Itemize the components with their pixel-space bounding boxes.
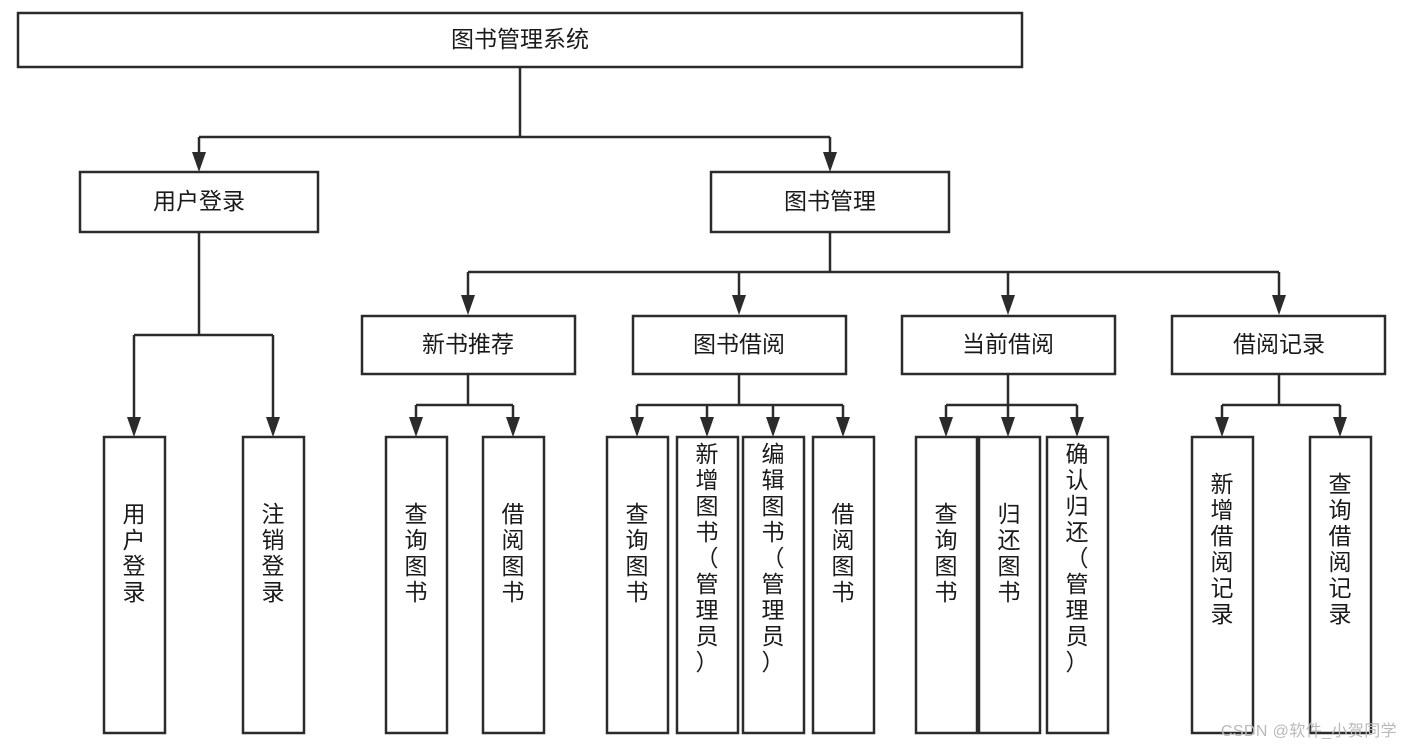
node-new-book-recommend-box[interactable] bbox=[360, 314, 577, 376]
leaf-query-book-2-label: 查询图书 bbox=[626, 501, 649, 605]
leaf-edit-book-label: 编辑图书（管理员） bbox=[762, 441, 785, 675]
arrow-to-leaf-logout bbox=[266, 417, 280, 437]
node-new-book-recommend-label: 新书推荐 bbox=[422, 331, 514, 357]
leaf-query-book-1-box[interactable] bbox=[384, 435, 449, 735]
leaf-add-record-box[interactable] bbox=[1190, 435, 1255, 735]
csdn-watermark: CSDN @软件_小贺同学 bbox=[1220, 723, 1397, 740]
leaf-return-book-box[interactable] bbox=[977, 435, 1042, 735]
leaf-query-record-label: 查询借阅记录 bbox=[1329, 471, 1352, 627]
node-book-management-box[interactable] bbox=[709, 170, 951, 234]
arrow-to-new-book-recommend bbox=[461, 295, 475, 315]
arrow-to-borrow-record bbox=[1272, 295, 1286, 315]
node-book-borrow[interactable]: 图书借阅 bbox=[631, 314, 848, 376]
leaf-logout[interactable]: 注销登录 bbox=[241, 435, 306, 735]
leaf-add-book-label: 新增图书（管理员） bbox=[696, 441, 719, 675]
leaf-add-record-label: 新增借阅记录 bbox=[1211, 471, 1234, 627]
arrow-to-book-borrow bbox=[732, 295, 746, 315]
leaf-user-login-box[interactable] bbox=[102, 435, 167, 735]
connector-book-borrow-to-leaves bbox=[635, 375, 845, 423]
connector-current-borrow-to-leaves bbox=[944, 375, 1079, 423]
leaf-query-book-2-box[interactable] bbox=[605, 435, 670, 735]
leaf-query-book-1[interactable]: 查询图书 bbox=[384, 435, 449, 735]
leaf-confirm-return-label: 确认归还（管理员） bbox=[1066, 441, 1089, 675]
arrow-to-leaf-return-book bbox=[1001, 417, 1015, 437]
leaf-add-book-box[interactable] bbox=[675, 435, 740, 735]
node-borrow-record[interactable]: 借阅记录 bbox=[1170, 314, 1387, 376]
node-root-label: 图书管理系统 bbox=[451, 26, 589, 52]
node-borrow-record-label: 借阅记录 bbox=[1233, 331, 1325, 357]
leaf-query-book-3[interactable]: 查询图书 bbox=[914, 435, 979, 735]
leaf-query-record-box[interactable] bbox=[1308, 435, 1373, 735]
arrow-to-leaf-add-record bbox=[1215, 417, 1229, 437]
arrow-to-leaf-edit-book bbox=[766, 417, 780, 437]
arrow-to-leaf-user-login bbox=[127, 417, 141, 437]
leaf-query-record[interactable]: 查询借阅记录 bbox=[1308, 435, 1373, 735]
leaf-edit-book-box[interactable] bbox=[741, 435, 806, 735]
node-root[interactable]: 图书管理系统 bbox=[16, 11, 1024, 69]
node-book-management-label: 图书管理 bbox=[784, 188, 876, 214]
leaf-logout-box[interactable] bbox=[241, 435, 306, 735]
leaf-add-book[interactable]: 新增图书（管理员） bbox=[675, 435, 740, 735]
leaf-query-book-1-label: 查询图书 bbox=[405, 501, 428, 605]
leaf-return-book-label: 归还图书 bbox=[998, 501, 1021, 605]
leaf-borrow-book-2[interactable]: 借阅图书 bbox=[811, 435, 876, 735]
leaf-borrow-book-2-label: 借阅图书 bbox=[832, 501, 855, 605]
leaf-query-book-2[interactable]: 查询图书 bbox=[605, 435, 670, 735]
arrow-to-leaf-add-book bbox=[700, 417, 714, 437]
leaf-borrow-book-2-box[interactable] bbox=[811, 435, 876, 735]
leaf-user-login-label: 用户登录 bbox=[123, 501, 146, 605]
arrow-to-leaf-borrow-book-1 bbox=[506, 417, 520, 437]
node-book-borrow-box[interactable] bbox=[631, 314, 848, 376]
leaf-confirm-return-box[interactable] bbox=[1045, 435, 1110, 735]
leaf-add-record[interactable]: 新增借阅记录 bbox=[1190, 435, 1255, 735]
node-user-login-label: 用户登录 bbox=[153, 188, 245, 214]
arrow-to-book-management bbox=[823, 152, 837, 172]
node-book-borrow-label: 图书借阅 bbox=[693, 331, 785, 357]
node-user-login-box[interactable] bbox=[78, 170, 320, 234]
connector-book-management-to-level3 bbox=[466, 232, 1281, 301]
connector-new-book-recommend-to-leaves bbox=[414, 375, 515, 423]
node-borrow-record-box[interactable] bbox=[1170, 314, 1387, 376]
leaf-query-book-3-box[interactable] bbox=[914, 435, 979, 735]
leaf-borrow-book-1-box[interactable] bbox=[481, 435, 546, 735]
leaf-query-book-3-label: 查询图书 bbox=[935, 501, 958, 605]
arrow-to-leaf-confirm-return bbox=[1070, 417, 1084, 437]
leaf-user-login[interactable]: 用户登录 bbox=[102, 435, 167, 735]
connector-layer bbox=[127, 67, 1347, 437]
arrow-to-leaf-query-book-1 bbox=[409, 417, 423, 437]
leaf-return-book[interactable]: 归还图书 bbox=[977, 435, 1042, 735]
leaf-confirm-return[interactable]: 确认归还（管理员） bbox=[1045, 435, 1110, 735]
connector-user-login-to-leaves bbox=[132, 232, 275, 423]
node-user-login[interactable]: 用户登录 bbox=[78, 170, 320, 234]
leaf-logout-label: 注销登录 bbox=[262, 501, 285, 605]
arrow-to-current-borrow bbox=[1001, 295, 1015, 315]
node-new-book-recommend[interactable]: 新书推荐 bbox=[360, 314, 577, 376]
node-book-management[interactable]: 图书管理 bbox=[709, 170, 951, 234]
node-current-borrow-box[interactable] bbox=[900, 314, 1117, 376]
arrow-to-leaf-borrow-book-2 bbox=[836, 417, 850, 437]
leaf-borrow-book-1[interactable]: 借阅图书 bbox=[481, 435, 546, 735]
arrow-to-leaf-query-book-3 bbox=[939, 417, 953, 437]
arrow-to-user-login bbox=[192, 152, 206, 172]
arrow-to-leaf-query-book-2 bbox=[630, 417, 644, 437]
arrow-to-leaf-query-record bbox=[1333, 417, 1347, 437]
leaf-borrow-book-1-label: 借阅图书 bbox=[502, 501, 525, 605]
node-current-borrow-label: 当前借阅 bbox=[962, 331, 1054, 357]
node-root-box[interactable] bbox=[16, 11, 1024, 69]
connector-root-to-level2 bbox=[197, 67, 832, 158]
connector-borrow-record-to-leaves bbox=[1220, 375, 1342, 423]
leaf-edit-book[interactable]: 编辑图书（管理员） bbox=[741, 435, 806, 735]
node-current-borrow[interactable]: 当前借阅 bbox=[900, 314, 1117, 376]
